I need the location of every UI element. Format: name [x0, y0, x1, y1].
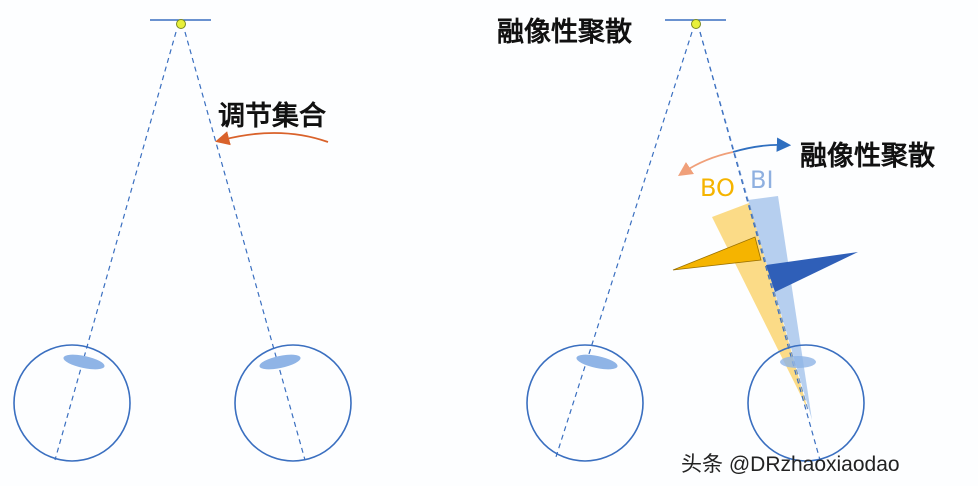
bo-label: BO [700, 174, 735, 202]
bo-prism [672, 236, 762, 271]
right-eye-2 [747, 344, 865, 462]
accommodative-convergence-arrow [215, 131, 329, 146]
right-eye-1 [526, 344, 644, 462]
left-eye-1 [13, 344, 131, 462]
bi-label: BI [750, 166, 774, 194]
left-sight-lines [54, 31, 306, 461]
watermark: 头条 @DRzhaoxiaodao [681, 453, 900, 476]
fusional-vergence-label: 融像性聚散 [800, 141, 935, 172]
left-eye-2 [234, 344, 352, 462]
right-target [665, 19, 726, 29]
fusional-vergence-arrow-in [732, 137, 792, 153]
fusional-vergence-arrow-out [678, 151, 734, 176]
left-target [150, 19, 211, 29]
right-panel-title: 融像性聚散 [497, 17, 632, 48]
bi-prism [766, 252, 858, 292]
accommodative-convergence-label: 调节集合 [218, 101, 326, 132]
